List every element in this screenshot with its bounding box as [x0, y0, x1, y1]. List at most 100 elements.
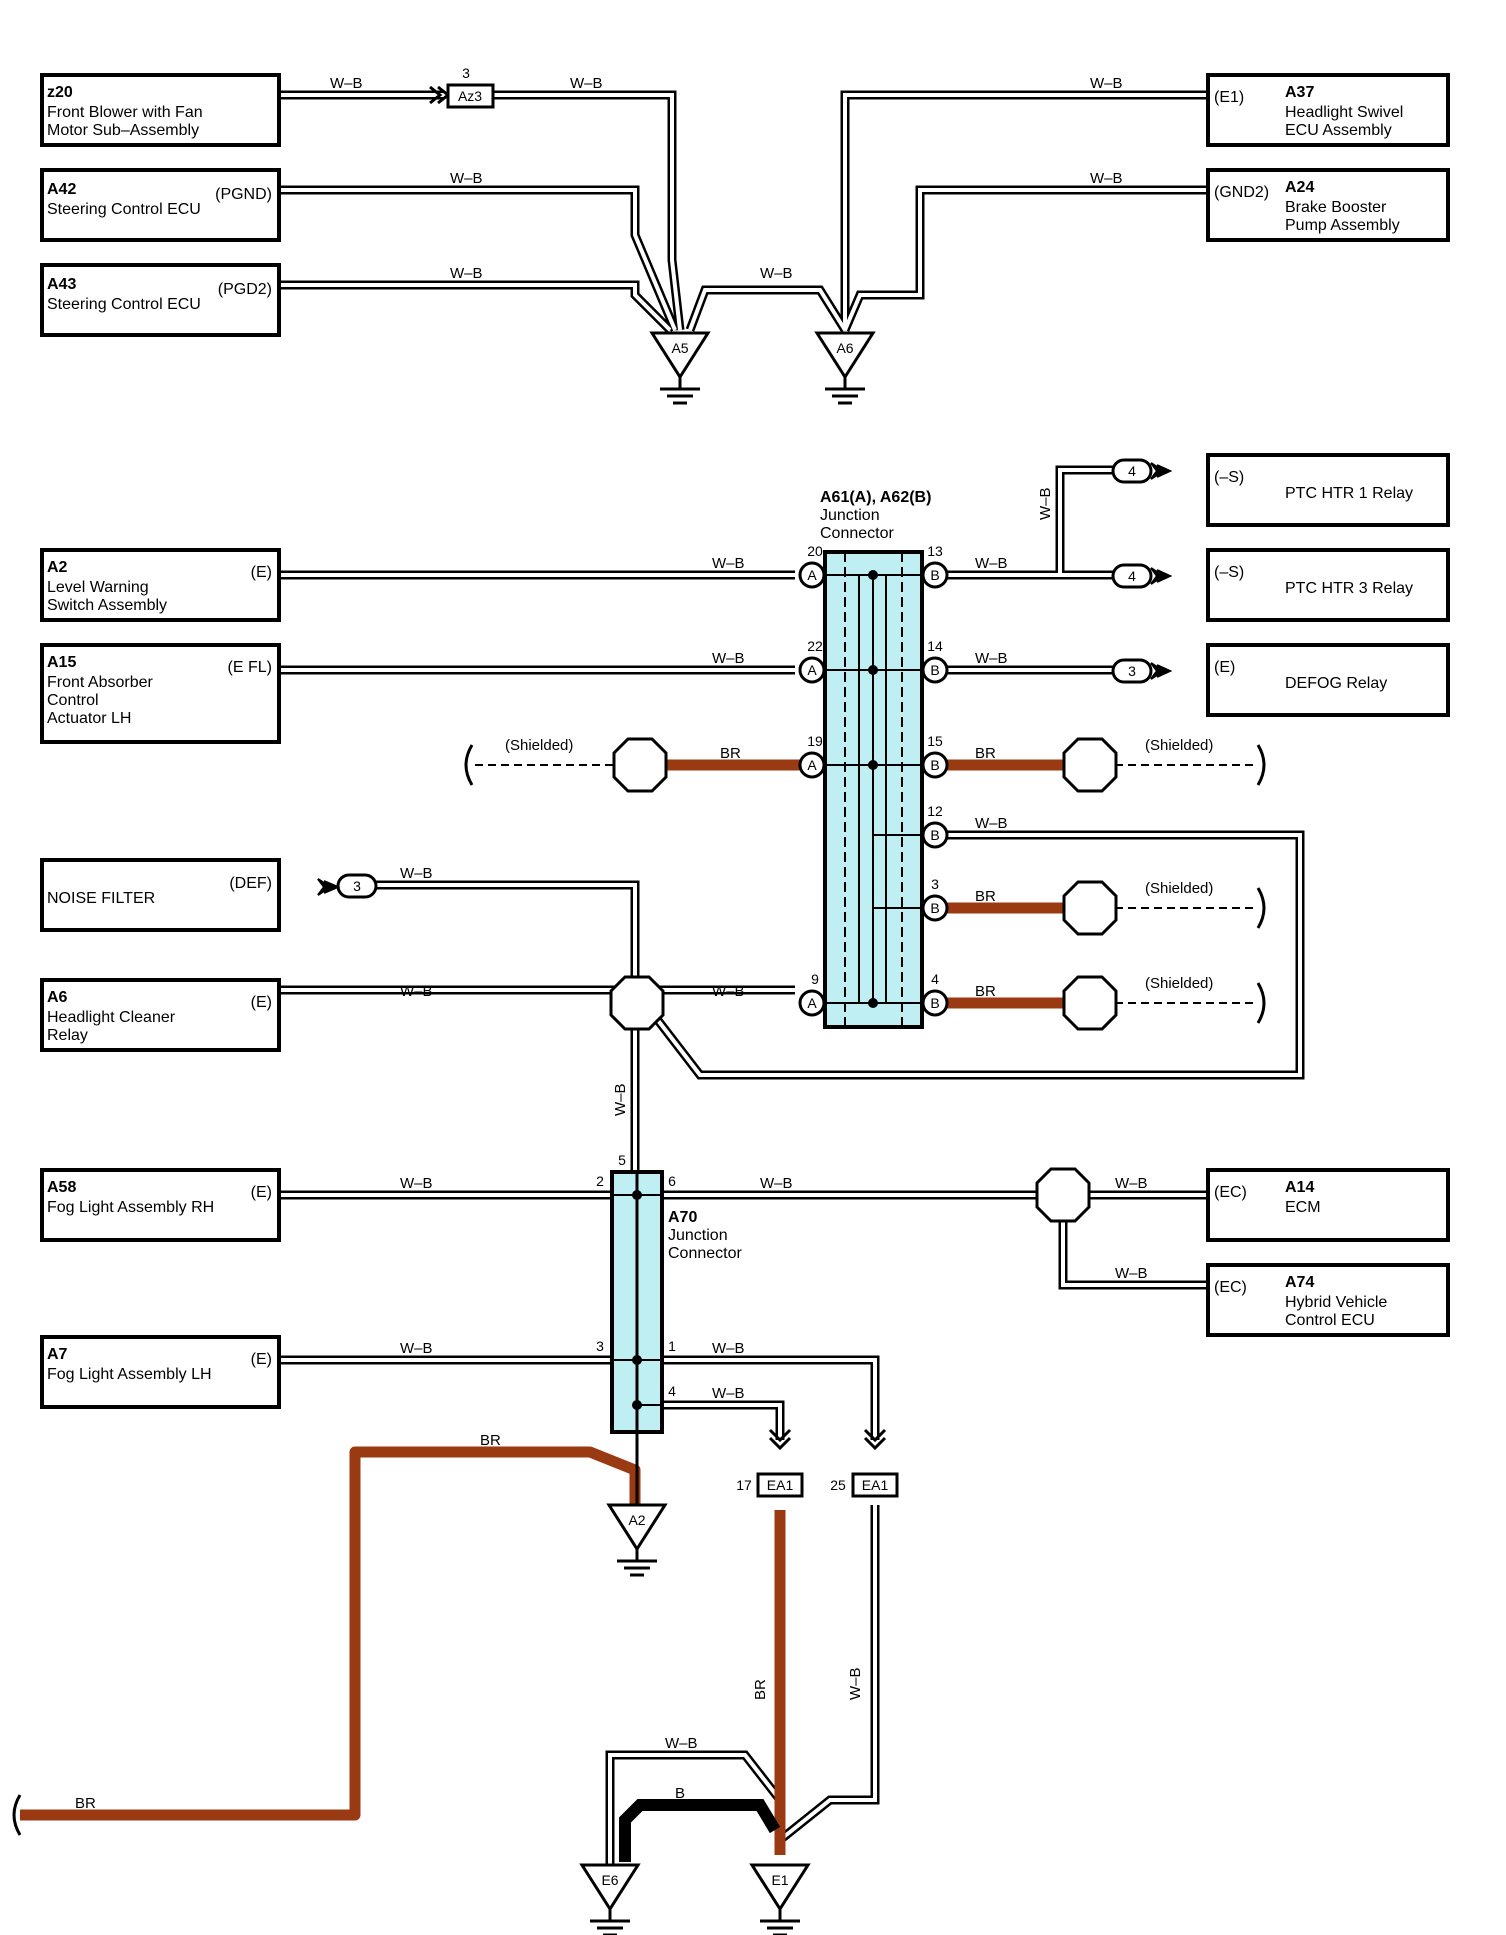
svg-text:(E): (E) [251, 1184, 272, 1201]
svg-text:Steering Control ECU: Steering Control ECU [47, 296, 201, 313]
svg-text:A42: A42 [47, 181, 76, 198]
svg-text:4: 4 [931, 971, 939, 987]
svg-text:3: 3 [931, 876, 939, 892]
svg-text:1: 1 [668, 1338, 676, 1354]
ground-a5: A5 [650, 331, 710, 405]
a61-pins-a [798, 561, 826, 1017]
component-noise-filter: NOISE FILTER (DEF) [47, 875, 272, 907]
svg-text:A: A [807, 995, 817, 1011]
shielded-lines [475, 764, 1255, 1004]
svg-text:Switch Assembly: Switch Assembly [47, 597, 167, 614]
a61-pins-b [921, 561, 949, 1017]
svg-text:W–B: W–B [400, 1175, 433, 1192]
component-a58: A58 Fog Light Assembly RH (E) [47, 1179, 272, 1216]
svg-text:(Shielded): (Shielded) [1145, 880, 1213, 897]
ground-a6: A6 [815, 331, 875, 405]
svg-text:BR: BR [975, 745, 996, 762]
svg-text:W–B: W–B [665, 1735, 698, 1752]
svg-text:W–B: W–B [712, 650, 745, 667]
svg-text:A61(A), A62(B): A61(A), A62(B) [820, 489, 931, 506]
svg-text:(PGND): (PGND) [215, 186, 272, 203]
svg-text:W–B: W–B [1090, 170, 1123, 187]
svg-text:PTC HTR 1 Relay: PTC HTR 1 Relay [1285, 485, 1413, 502]
svg-text:B: B [930, 900, 939, 916]
svg-text:B: B [930, 567, 939, 583]
svg-text:W–B: W–B [847, 1667, 864, 1700]
component-a7: A7 Fog Light Assembly LH (E) [47, 1346, 272, 1383]
svg-text:A70: A70 [668, 1209, 697, 1226]
svg-text:Junction: Junction [668, 1227, 728, 1244]
svg-text:(Shielded): (Shielded) [1145, 737, 1213, 754]
svg-text:9: 9 [811, 971, 819, 987]
junction-connector-a70: A70 Junction Connector 5 2 6 3 1 4 [596, 1152, 742, 1434]
plug-connectors: 4 4 3 3 [317, 458, 1173, 899]
wire-labels: W–B W–B W–B W–B W–B W–B W–B W–B W–B W–B … [75, 75, 1213, 1812]
svg-text:A14: A14 [1285, 1179, 1314, 1196]
svg-text:3: 3 [353, 878, 361, 894]
svg-text:14: 14 [927, 638, 943, 654]
svg-text:A74: A74 [1285, 1274, 1314, 1291]
svg-text:EA1: EA1 [862, 1477, 889, 1493]
svg-text:NOISE FILTER: NOISE FILTER [47, 890, 155, 907]
svg-text:z20: z20 [47, 84, 73, 101]
svg-text:15: 15 [927, 733, 943, 749]
svg-text:A: A [807, 567, 817, 583]
svg-text:4: 4 [668, 1383, 676, 1399]
svg-text:Control: Control [47, 692, 99, 709]
svg-text:W–B: W–B [1115, 1265, 1148, 1282]
svg-text:W–B: W–B [975, 815, 1008, 832]
svg-text:Front Absorber: Front Absorber [47, 674, 154, 691]
svg-text:W–B: W–B [760, 1175, 793, 1192]
svg-text:Motor Sub–Assembly: Motor Sub–Assembly [47, 122, 199, 139]
svg-text:W–B: W–B [1115, 1175, 1148, 1192]
svg-text:B: B [675, 1785, 685, 1802]
component-a74: (EC) A74 Hybrid Vehicle Control ECU [1214, 1274, 1387, 1329]
junction-connector-a61-a62: A61(A), A62(B) Junction Connector [820, 489, 931, 1029]
b-wire [619, 1799, 781, 1862]
svg-text:Junction: Junction [820, 507, 880, 524]
component-ptc3: (–S) PTC HTR 3 Relay [1214, 564, 1413, 597]
svg-text:B: B [930, 757, 939, 773]
svg-text:W–B: W–B [712, 1385, 745, 1402]
component-a15: A15 Front Absorber Control Actuator LH (… [47, 654, 272, 727]
svg-text:W–B: W–B [1090, 75, 1123, 92]
svg-text:W–B: W–B [570, 75, 603, 92]
svg-text:W–B: W–B [975, 555, 1008, 572]
svg-text:6: 6 [668, 1173, 676, 1189]
component-a37: (E1) A37 Headlight Swivel ECU Assembly [1214, 84, 1403, 139]
svg-text:W–B: W–B [400, 865, 433, 882]
svg-text:22: 22 [807, 638, 823, 654]
svg-text:3: 3 [596, 1338, 604, 1354]
svg-text:BR: BR [480, 1432, 501, 1449]
svg-text:B: B [930, 662, 939, 678]
component-ptc1: (–S) PTC HTR 1 Relay [1214, 469, 1413, 502]
ground-a2: A2 [607, 1503, 667, 1577]
svg-text:A15: A15 [47, 654, 76, 671]
svg-text:(E): (E) [251, 994, 272, 1011]
a61-pin-labels: A A A A B B B B B B 20 22 19 9 13 14 15 … [807, 543, 943, 1011]
svg-text:E6: E6 [601, 1872, 618, 1888]
svg-text:A2: A2 [47, 559, 68, 576]
svg-text:4: 4 [1128, 568, 1136, 584]
br-wires [20, 759, 1070, 1855]
svg-text:A5: A5 [671, 340, 688, 356]
svg-text:B: B [930, 827, 939, 843]
svg-text:W–B: W–B [712, 555, 745, 572]
component-z20: z20 Front Blower with Fan Motor Sub–Asse… [47, 84, 203, 139]
svg-text:A2: A2 [628, 1512, 645, 1528]
svg-text:Level Warning: Level Warning [47, 579, 149, 596]
svg-text:(Shielded): (Shielded) [505, 737, 573, 754]
ground-e6: E6 [580, 1863, 640, 1935]
svg-text:(E1): (E1) [1214, 89, 1244, 106]
svg-text:B: B [930, 995, 939, 1011]
svg-text:A43: A43 [47, 276, 76, 293]
svg-text:W–B: W–B [400, 1340, 433, 1357]
svg-text:Pump Assembly: Pump Assembly [1285, 217, 1400, 234]
svg-text:W–B: W–B [760, 265, 793, 282]
component-a6: A6 Headlight Cleaner Relay (E) [47, 989, 272, 1044]
svg-text:(EC): (EC) [1214, 1279, 1247, 1296]
svg-text:E1: E1 [771, 1872, 788, 1888]
svg-text:Front Blower with Fan: Front Blower with Fan [47, 104, 203, 121]
connector-az3: Az3 3 [429, 65, 495, 109]
svg-text:Brake Booster: Brake Booster [1285, 199, 1387, 216]
